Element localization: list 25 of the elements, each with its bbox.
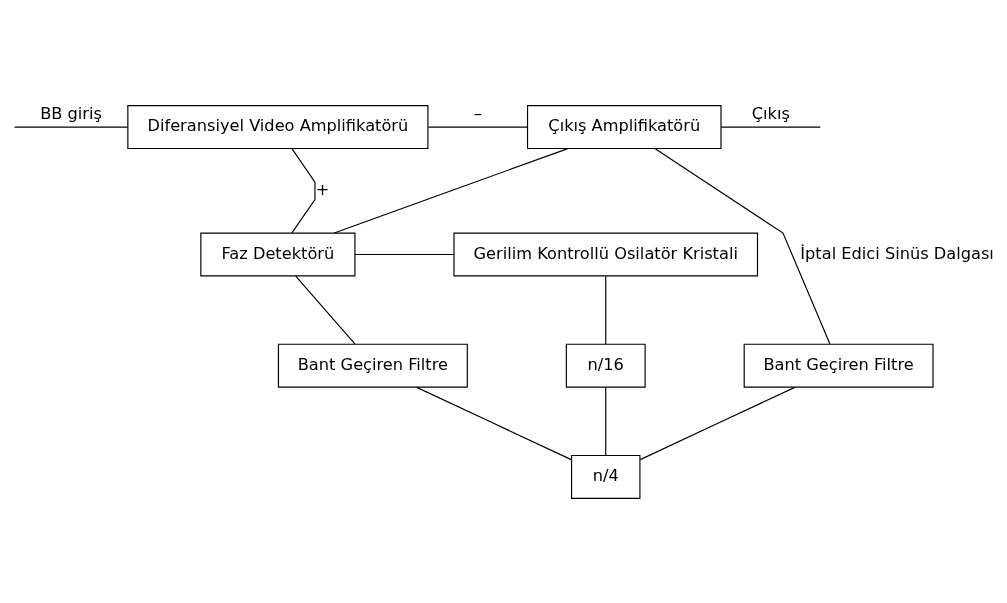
connector: [605, 386, 607, 456]
node-box: n/16: [565, 343, 646, 388]
edge-label: İptal Edici Sinüs Dalgası: [800, 243, 994, 263]
connector: [354, 253, 455, 255]
node-box: Bant Geçiren Filtre: [277, 343, 468, 388]
node-box: Gerilim Kontrollü Osilatör Kristali: [453, 232, 759, 276]
connector: [427, 126, 528, 128]
node-box: n/4: [570, 454, 641, 499]
connector: [295, 275, 356, 345]
connector: [333, 147, 569, 234]
connector: [605, 275, 607, 345]
node-box: Faz Detektörü: [200, 232, 356, 276]
connector: [291, 147, 316, 234]
edge-label: +: [315, 179, 330, 199]
node-box: Çıkış Amplifikatörü: [526, 104, 722, 149]
node-box: Diferansiyel Video Amplifikatörü: [127, 104, 429, 149]
edge-label: –: [473, 103, 482, 123]
connector: [639, 386, 796, 460]
connector: [720, 126, 821, 128]
edge-label: BB giriş: [40, 103, 102, 123]
connector: [654, 147, 831, 345]
connector: [13, 126, 129, 128]
connector: [416, 386, 572, 460]
edge-label: Çıkış: [751, 103, 790, 123]
node-box: Bant Geçiren Filtre: [743, 343, 934, 388]
